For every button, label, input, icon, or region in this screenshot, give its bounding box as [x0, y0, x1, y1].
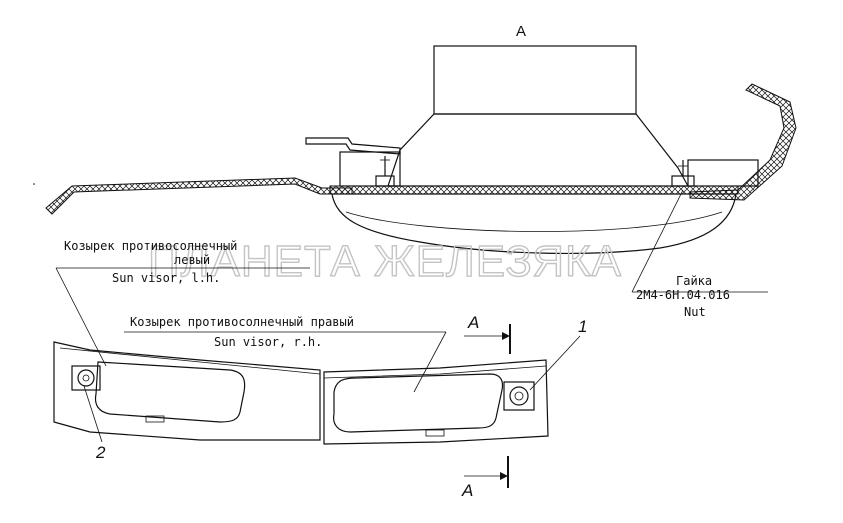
housing-box: [433, 45, 637, 115]
watermark: ПЛАНЕТА ЖЕЛЕЗЯКА: [148, 237, 622, 286]
callout-2-leader: [83, 385, 103, 443]
visor-shell-edge: [345, 211, 723, 232]
right-visor-ru: Козырек противосолнечный правый: [130, 315, 354, 329]
right-visor-label: Козырек противосолнечный правый Sun viso…: [124, 315, 447, 393]
visor-shell: [331, 193, 737, 255]
side-block-right: [687, 159, 759, 187]
stray-dot: [33, 183, 35, 185]
callout-1: 1: [578, 317, 587, 336]
lever-handle: [305, 137, 401, 155]
housing-body: [387, 113, 690, 187]
section-view-a: A: [45, 23, 797, 293]
left-visor-pad: [94, 361, 246, 423]
section-cut-top: A: [464, 313, 511, 354]
callout-1-leader: [529, 335, 581, 391]
left-visor-leader: [55, 267, 107, 367]
left-pad-clip: [145, 415, 165, 423]
left-visor-label: Козырек противосолнечный левый Sun visor…: [55, 239, 310, 367]
callout-2: 2: [95, 443, 106, 462]
nut-ru: Гайка: [676, 274, 712, 288]
right-mount-bracket: [503, 381, 535, 411]
nut-leader: [631, 189, 684, 293]
left-visor-ru-line2: левый: [174, 253, 210, 267]
right-visor-pad: [333, 373, 504, 433]
right-visor-leader: [413, 331, 447, 393]
bolt-right: [671, 160, 695, 187]
left-panel-inner-line: [59, 347, 321, 375]
view-label: A: [516, 23, 526, 40]
mounting-plate: [329, 185, 739, 195]
section-mark-top: A: [467, 313, 479, 332]
side-block: [339, 151, 401, 187]
section-cut-bottom: A: [461, 456, 509, 500]
right-visor-panel: [323, 359, 549, 445]
section-mark-bottom: A: [461, 481, 473, 500]
right-pad-clip: [425, 429, 445, 437]
left-visor-ru-line1: Козырек противосолнечный: [64, 239, 237, 253]
left-visor-panel: [53, 341, 321, 441]
nut-part-number: 2М4-6Н.04.016: [636, 288, 730, 302]
nut-en: Nut: [684, 305, 706, 319]
bolt-left: [375, 156, 395, 187]
roof-panel-left: [45, 177, 353, 215]
callout-2-group: 2: [83, 385, 106, 462]
left-visor-en: Sun visor, l.h.: [112, 271, 220, 285]
right-visor-en: Sun visor, r.h.: [214, 335, 322, 349]
front-view: A A 1 2: [53, 313, 587, 500]
right-panel-inner-line: [323, 365, 547, 379]
roof-panel-right: [689, 83, 797, 201]
nut-label: Гайка 2М4-6Н.04.016 Nut: [636, 274, 730, 319]
callout-1-group: 1: [529, 317, 587, 391]
left-mount-bracket: [71, 365, 101, 391]
